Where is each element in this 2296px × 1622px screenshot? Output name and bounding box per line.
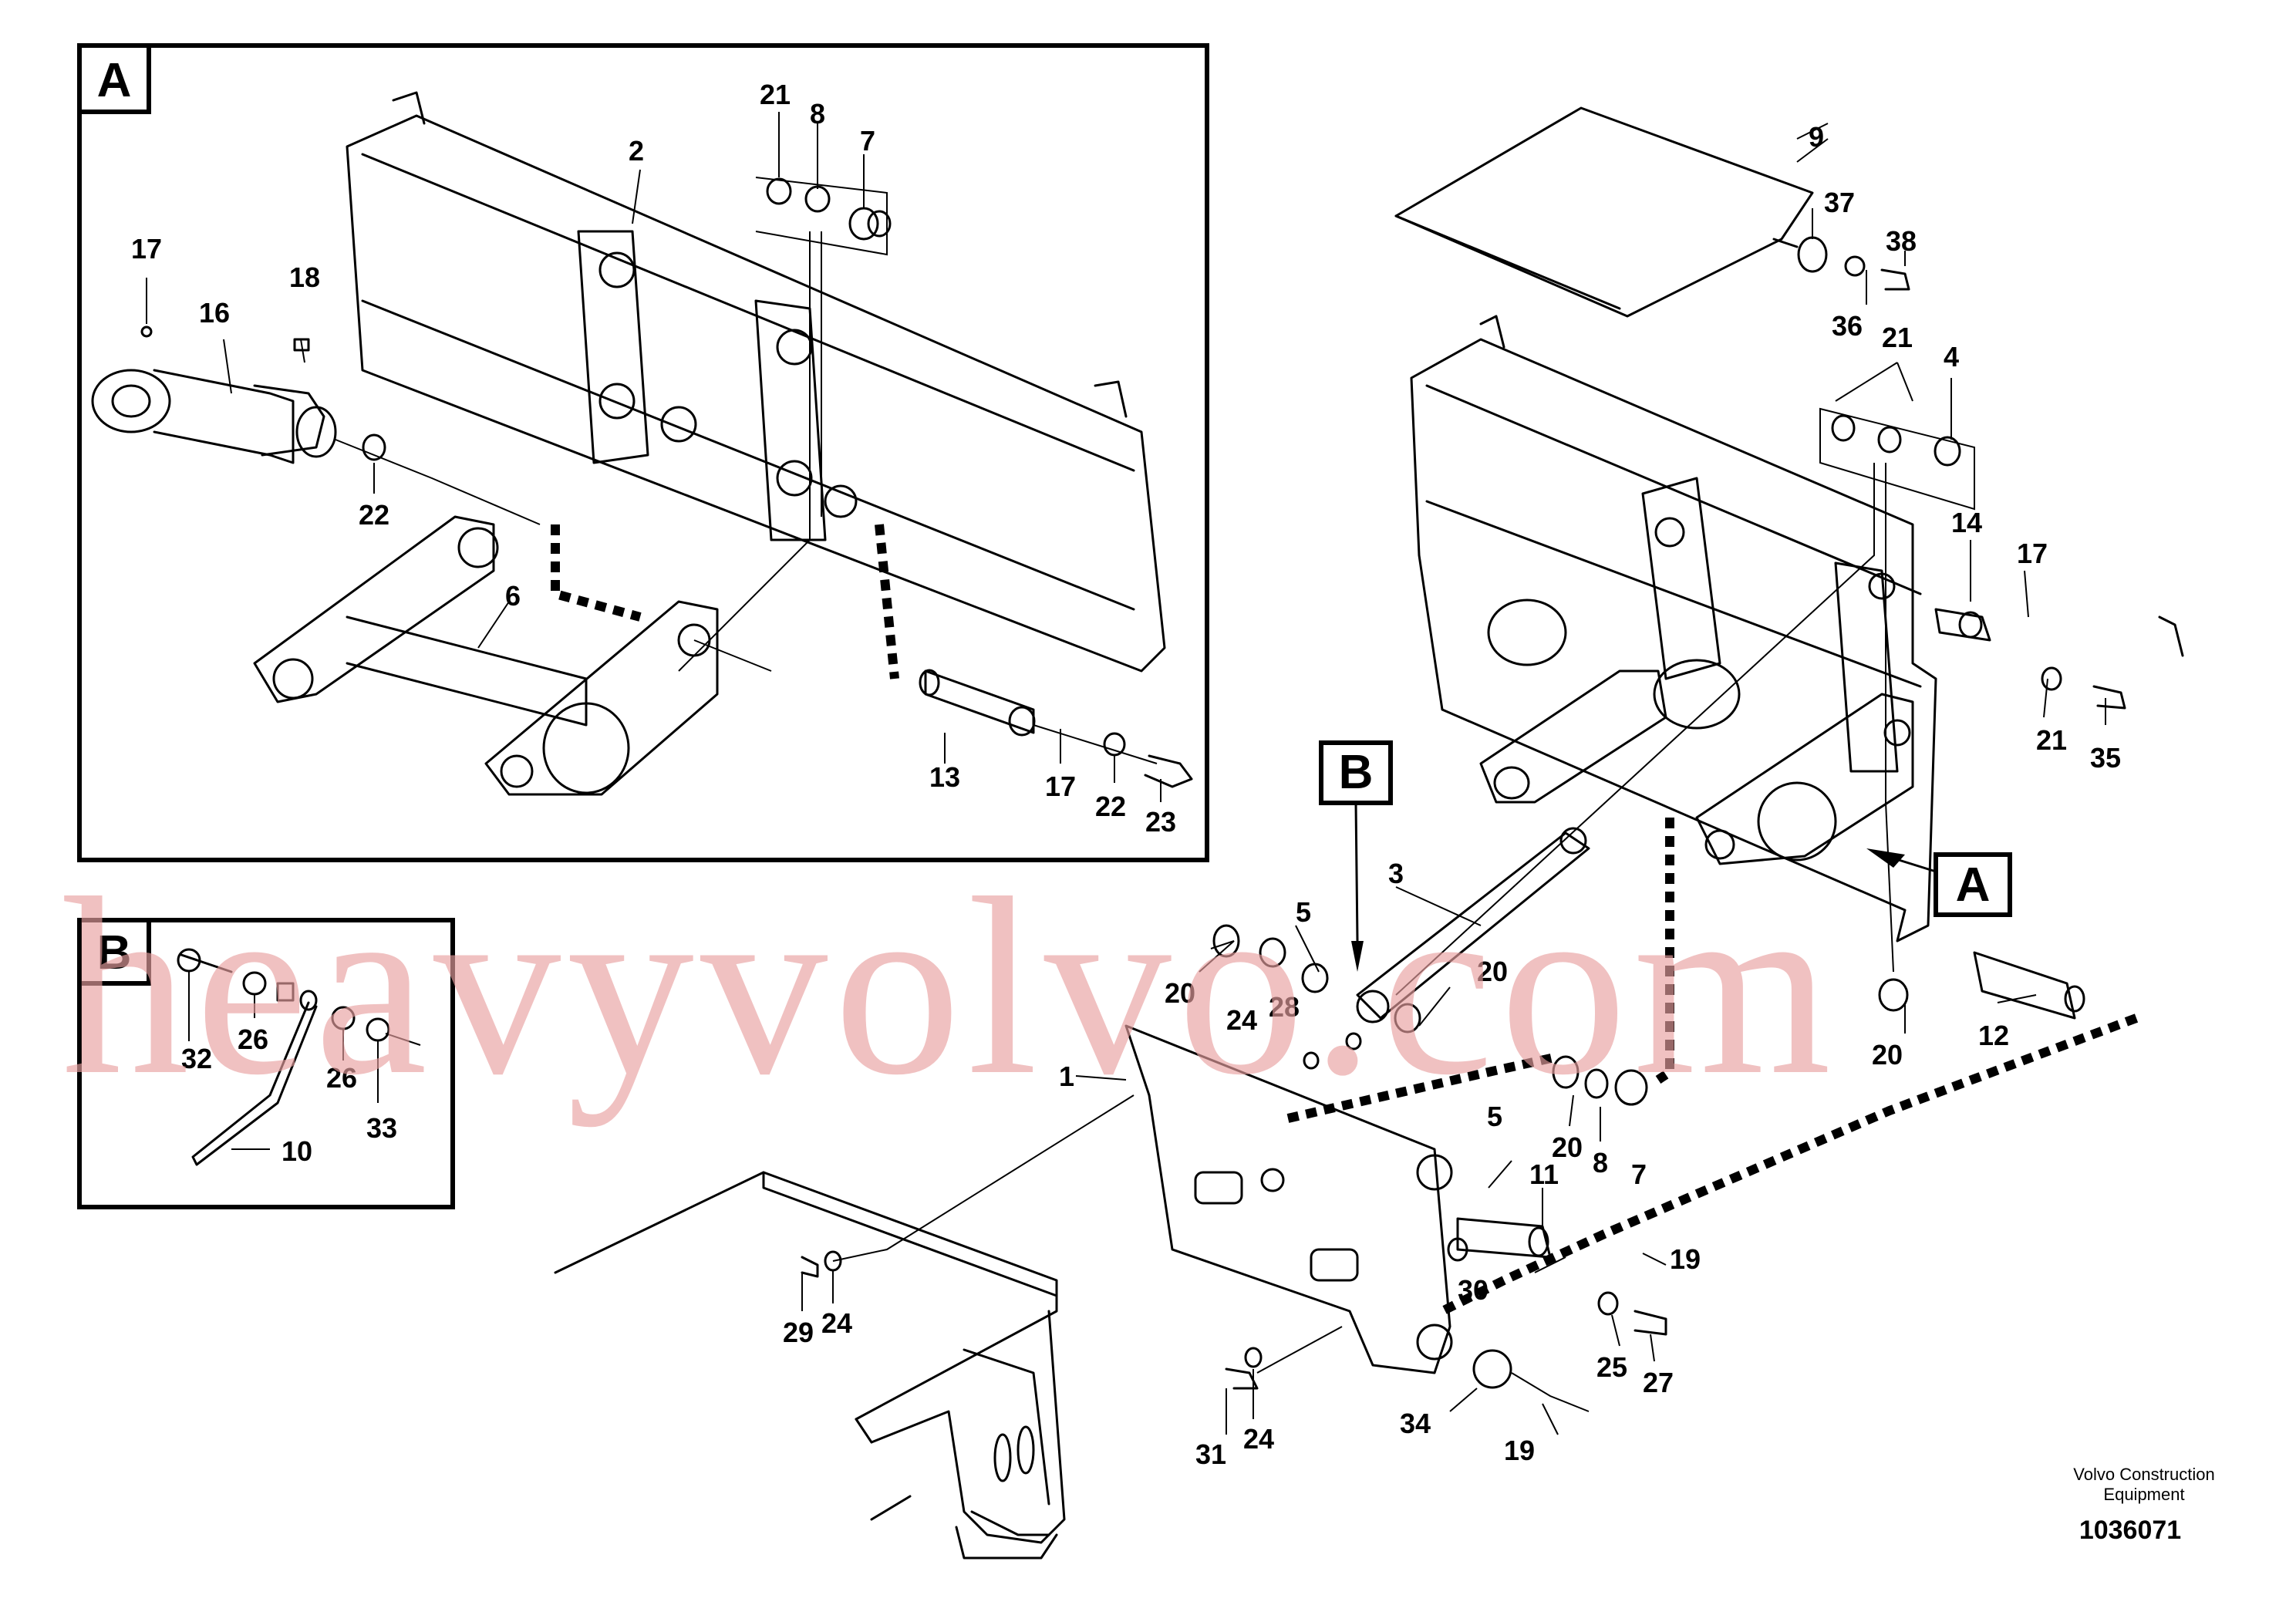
callout-m-17: 17 <box>2017 538 2048 569</box>
callout-a-18: 18 <box>289 261 320 293</box>
detail-b: B <box>77 918 455 1209</box>
callout-b-32: 32 <box>181 1043 212 1074</box>
bushing-kit-a <box>755 177 892 256</box>
document-number: 1036071 <box>2079 1516 2181 1545</box>
cover-drawing-9 <box>1394 106 1814 318</box>
frame-drawing-1 <box>1124 1024 1451 1374</box>
callout-a-2: 2 <box>629 135 644 167</box>
pin-drawing-13 <box>919 669 1193 788</box>
bolt-drawing-32 <box>180 953 233 973</box>
callout-m-7: 7 <box>1631 1158 1647 1190</box>
callout-m-3: 3 <box>1388 858 1404 889</box>
detail-a-ref-tag: A <box>1956 858 1991 912</box>
callout-a-22: 22 <box>359 499 389 531</box>
callout-m-21b: 21 <box>2036 724 2067 756</box>
blade-drawing-a <box>346 91 1166 673</box>
detail-b-frame <box>77 918 455 1209</box>
lift-frame-drawing-6 <box>253 515 772 796</box>
callout-m-4: 4 <box>1944 341 1959 373</box>
detail-a-tag-box <box>77 43 151 114</box>
footer-company-line2: Equipment <box>2103 1485 2184 1504</box>
main-assembly: A B <box>554 106 2184 1560</box>
detail-b-ref-tag: B <box>1339 746 1374 799</box>
footer-company-line1: Volvo Construction <box>2073 1465 2214 1484</box>
callout-m-14: 14 <box>1951 507 1982 538</box>
callout-a-21: 21 <box>760 79 791 110</box>
callout-m-24: 24 <box>1226 1004 1257 1036</box>
link-drawing-3 <box>1356 831 1590 1020</box>
detail-a-frame <box>77 43 1209 862</box>
callout-m-9: 9 <box>1809 121 1824 153</box>
detail-b-tag: B <box>97 926 132 980</box>
callout-a-13: 13 <box>929 761 960 793</box>
callout-b-26: 26 <box>238 1023 268 1055</box>
callout-m-30: 30 <box>1458 1274 1489 1306</box>
watermark-text: heavyvolvo.com <box>62 846 1837 1128</box>
callout-m-27: 27 <box>1643 1367 1674 1398</box>
callout-m-28: 28 <box>1269 991 1300 1023</box>
callout-a-8: 8 <box>810 98 825 130</box>
callout-m-24b: 24 <box>821 1307 852 1339</box>
callout-m-31: 31 <box>1195 1438 1226 1470</box>
callout-m-38: 38 <box>1886 225 1917 257</box>
callout-a-17b: 17 <box>1045 771 1076 802</box>
callout-m-37: 37 <box>1824 187 1855 218</box>
detail-b-tag-box <box>77 918 151 986</box>
callout-m-36: 36 <box>1832 310 1863 342</box>
callout-m-35: 35 <box>2090 742 2121 774</box>
blade-drawing-main <box>1410 315 2184 943</box>
callout-a-17: 17 <box>131 233 162 265</box>
callout-m-34: 34 <box>1400 1408 1431 1439</box>
callout-m-25: 25 <box>1596 1351 1627 1383</box>
callout-a-16: 16 <box>199 297 230 329</box>
callout-b-10: 10 <box>282 1135 312 1167</box>
callout-m-29: 29 <box>783 1317 814 1348</box>
callout-m-8: 8 <box>1593 1147 1608 1179</box>
callout-m-19b: 19 <box>1504 1435 1535 1466</box>
callout-b-33: 33 <box>366 1112 397 1144</box>
machine-frame-drawing <box>554 1171 1066 1560</box>
callout-m-24c: 24 <box>1243 1423 1274 1455</box>
callout-labels: 21 8 7 2 17 16 18 22 6 13 17 22 23 32 26… <box>131 79 2121 1470</box>
callout-a-22b: 22 <box>1095 791 1126 822</box>
callout-m-21: 21 <box>1882 322 1913 353</box>
rod-drawing-10 <box>191 1001 318 1166</box>
callout-m-20d: 20 <box>1872 1039 1903 1071</box>
detail-a: A <box>77 43 1209 862</box>
callout-m-19: 19 <box>1670 1243 1701 1275</box>
callout-m-12: 12 <box>1978 1020 2009 1051</box>
callout-a-7: 7 <box>860 125 875 157</box>
callout-m-5: 5 <box>1296 896 1311 928</box>
detail-a-tag: A <box>97 54 132 107</box>
callout-m-20c: 20 <box>1552 1131 1583 1163</box>
callout-b-26b: 26 <box>326 1062 357 1094</box>
detail-a-ref-box <box>1934 852 2012 917</box>
callout-m-5b: 5 <box>1487 1101 1502 1132</box>
cylinder-drawing-16 <box>91 278 541 525</box>
callout-m-11: 11 <box>1529 1158 1559 1190</box>
callout-a-23: 23 <box>1145 806 1176 838</box>
callout-m-20b: 20 <box>1477 956 1508 987</box>
callout-m-20: 20 <box>1165 977 1195 1009</box>
callout-a-6: 6 <box>505 580 521 612</box>
callout-m-1: 1 <box>1059 1061 1074 1092</box>
